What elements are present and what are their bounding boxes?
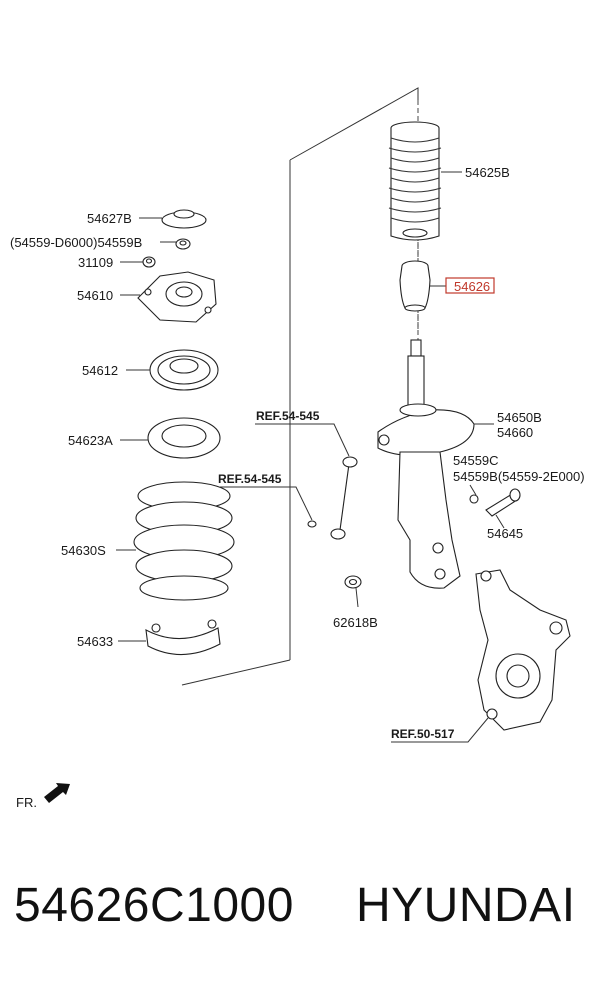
bump-stopper-part [399,260,431,312]
label-54610: 54610 [77,288,113,303]
strut-mount-part [137,271,217,323]
label-54623A: 54623A [68,433,113,448]
label-54559C: 54559C [453,453,499,468]
label-54559-d6000-54559B: (54559-D6000)54559B [10,235,142,250]
strut-assembly-part [377,339,475,589]
label-54630S: 54630S [61,543,106,558]
bolt-part [469,488,521,517]
label-54625B: 54625B [465,165,510,180]
ref-label-knuckle: REF.50-517 [391,727,455,741]
footer-part-number: 54626C1000 [14,879,294,932]
front-direction-indicator: FR. [16,783,70,810]
strut-bearing-part [149,349,219,391]
front-label: FR. [16,795,37,810]
label-54627B: 54627B [87,211,132,226]
stabilizer-link-part [307,456,358,540]
leader-lines [116,171,505,743]
label-54626: 54626 [454,279,490,294]
footer-brand-name: HYUNDAI [356,879,576,932]
label-54612: 54612 [82,363,118,378]
label-54645: 54645 [487,526,523,541]
steering-knuckle-part [475,569,571,731]
nut-part [344,575,362,589]
label-54559B-54559-2E000: 54559B(54559-2E000) [453,469,585,484]
highlight-box-54626 [445,277,495,294]
dust-boot-part [388,121,442,241]
dust-cap-part [161,209,207,229]
ref-label-top: REF.54-545 [256,409,320,423]
spring-pad-part [147,417,221,459]
label-31109: 31109 [78,255,113,270]
label-62618B: 62618B [333,615,378,630]
label-54633: 54633 [77,634,113,649]
lower-spring-pad-part [145,619,221,656]
ref-label-middle: REF.54-545 [218,472,282,486]
label-54650B: 54650B [497,410,542,425]
front-arrow-icon [44,783,70,803]
label-54660: 54660 [497,425,533,440]
lock-nut-part [175,238,191,250]
coil-spring-part [133,481,235,601]
washer-part [142,256,156,268]
